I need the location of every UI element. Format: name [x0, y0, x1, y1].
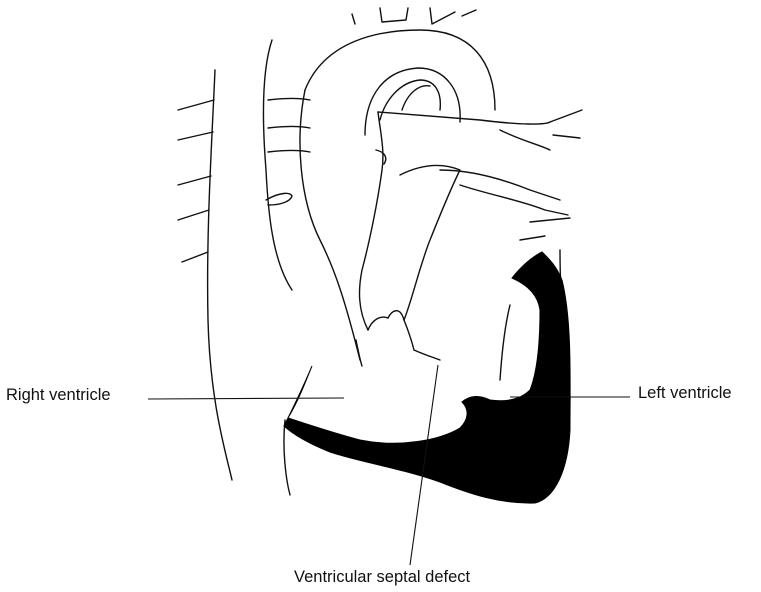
- right-ventricle-label: Right ventricle: [6, 387, 111, 404]
- pulmonary-valve-1: [368, 317, 388, 330]
- branch-4: [462, 10, 476, 16]
- pulmonary-lower-branch-3: [530, 218, 570, 222]
- pulmonary-trunk-right: [400, 165, 460, 320]
- pulmonary-trunk-left: [360, 112, 383, 330]
- left-heart-wall: [500, 305, 510, 380]
- branch-1: [352, 14, 355, 24]
- pulmonary-band-3: [268, 151, 310, 153]
- left-ventricle-label: Left ventricle: [638, 385, 732, 402]
- left-vessel-5: [182, 252, 208, 262]
- pulmonary-lower-branch-2: [460, 185, 568, 215]
- trunk-notch: [376, 150, 386, 164]
- left-vessel-2: [178, 132, 213, 140]
- ventricular-septal-defect-label: Ventricular septal defect: [294, 569, 470, 586]
- aortic-arch-mid: [402, 86, 430, 110]
- branch-2: [380, 8, 408, 22]
- right-ventricle-leader: [148, 398, 344, 399]
- branch-3: [430, 8, 455, 24]
- left-vessel-1: [178, 100, 214, 110]
- aortic-arch-outer: [305, 30, 495, 110]
- vena-cava-left-wall: [208, 70, 232, 480]
- pulmonary-band-2: [268, 127, 310, 129]
- aortic-root-left: [356, 340, 362, 366]
- ventricle-silhouette: [284, 252, 570, 503]
- pulmonary-trunk-top: [378, 112, 550, 124]
- pulmonary-valve-2: [388, 311, 404, 320]
- left-vessel-4: [178, 210, 209, 220]
- right-pa-lower-1: [500, 130, 550, 150]
- right-pa-upper: [550, 110, 582, 122]
- pulmonary-valve-3: [404, 320, 414, 350]
- left-vessel-3: [178, 176, 211, 185]
- right-atrium-lower: [284, 420, 290, 495]
- vena-cava-right-wall: [264, 40, 292, 290]
- aortic-root-right: [414, 350, 440, 360]
- pulmonary-loop: [266, 193, 292, 205]
- right-pa-mid: [553, 135, 580, 138]
- ascending-aorta-left: [300, 90, 360, 360]
- pulmonary-lower-branch-4: [520, 236, 545, 240]
